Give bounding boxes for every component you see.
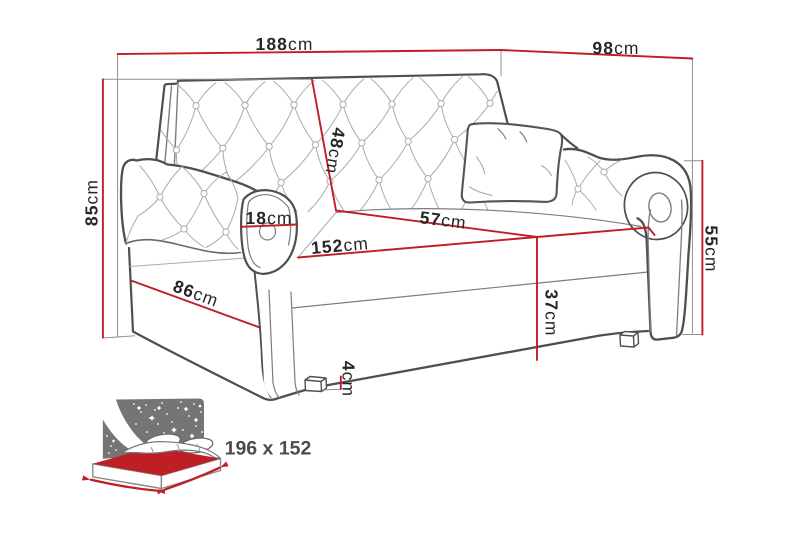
svg-text:48cm: 48cm <box>321 126 349 176</box>
svg-text:57cm: 57cm <box>419 207 468 233</box>
svg-text:152cm: 152cm <box>310 233 370 258</box>
svg-text:196 x 152: 196 x 152 <box>225 438 312 460</box>
svg-text:55cm: 55cm <box>702 225 722 272</box>
svg-text:98cm: 98cm <box>592 38 639 58</box>
svg-text:18cm: 18cm <box>245 208 292 228</box>
svg-text:85cm: 85cm <box>82 179 102 226</box>
svg-text:188cm: 188cm <box>255 34 313 54</box>
svg-text:37cm: 37cm <box>542 289 562 336</box>
svg-text:4cm: 4cm <box>339 361 359 397</box>
